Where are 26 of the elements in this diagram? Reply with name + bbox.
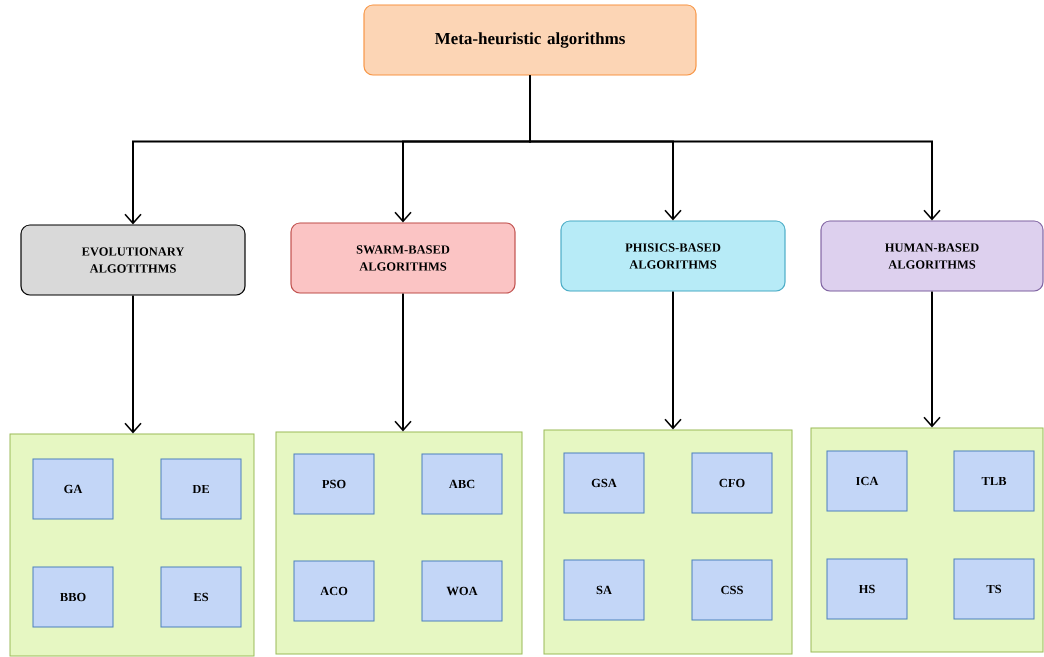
category-box: PHISICS-BASED ALGORITHMS	[560, 220, 786, 292]
algorithm-box: ES	[160, 566, 242, 628]
algorithm-box: DE	[160, 458, 242, 520]
arrow	[529, 74, 941, 221]
arrow	[394, 292, 412, 432]
algorithm-box: ICA	[826, 450, 908, 512]
algorithm-box: PSO	[293, 453, 375, 515]
category-box: HUMAN-BASED ALGORITHMS	[820, 220, 1044, 292]
algorithm-box: CSS	[691, 559, 773, 621]
category-box: EVOLUTIONARY ALGOTITHMS	[20, 224, 246, 296]
title-box: Meta-heuristic algorithms	[363, 4, 697, 76]
algorithm-box: CFO	[691, 452, 773, 514]
arrow	[124, 294, 142, 434]
arrow	[923, 290, 941, 428]
algorithm-box: ABC	[421, 453, 503, 515]
algorithm-box: GSA	[563, 452, 645, 514]
algorithm-box: TLB	[953, 450, 1035, 512]
algorithm-box: BBO	[32, 566, 114, 628]
category-box: SWARM-BASED ALGORITHMS	[290, 222, 516, 294]
algorithm-box: WOA	[421, 560, 503, 622]
algorithm-box: TS	[953, 558, 1035, 620]
algorithm-box: GA	[32, 458, 114, 520]
algorithm-box: HS	[826, 558, 908, 620]
arrow	[664, 290, 682, 430]
algorithm-box: SA	[563, 559, 645, 621]
algorithm-box: ACO	[293, 560, 375, 622]
